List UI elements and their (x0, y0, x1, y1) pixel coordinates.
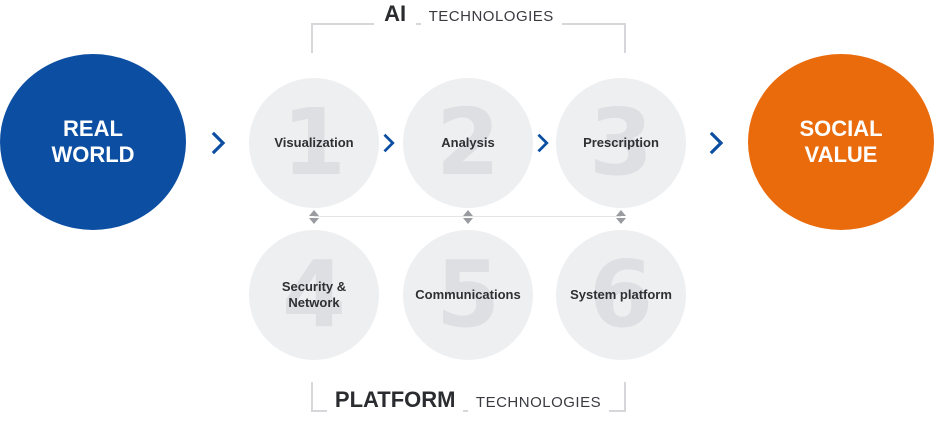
platform-title: PLATFORM (326, 388, 464, 412)
real-world-circle: REAL WORLD (0, 54, 186, 230)
node-label: Visualization (274, 135, 354, 150)
social-value-label: SOCIAL VALUE (799, 116, 883, 167)
node-number: 5 (435, 241, 500, 348)
node-label: Communications (415, 287, 521, 302)
node-number: 2 (435, 89, 500, 196)
node-number: 3 (588, 89, 653, 196)
ai-heading: AI TECHNOLOGIES (318, 2, 618, 26)
node-prescription: 3 Prescription (556, 78, 686, 208)
chevron-right-icon (211, 131, 226, 155)
node-label: Security & Network (281, 279, 347, 310)
ai-title: AI (374, 2, 417, 26)
platform-heading: PLATFORM TECHNOLOGIES (318, 388, 618, 412)
node-label: Analysis (441, 135, 495, 150)
ai-bracket (311, 23, 626, 53)
node-number: 4 (281, 241, 346, 348)
node-label: System platform (570, 287, 672, 302)
node-number: 1 (281, 89, 346, 196)
platform-subtitle: TECHNOLOGIES (467, 394, 610, 412)
node-system-platform: 6 System platform (556, 230, 686, 360)
social-value-circle: SOCIAL VALUE (748, 54, 934, 230)
chevron-right-icon (383, 133, 395, 153)
row-divider (314, 216, 621, 217)
ai-subtitle: TECHNOLOGIES (420, 8, 562, 26)
chevron-right-icon (709, 131, 724, 155)
double-triangle-icon (463, 210, 473, 224)
chevron-right-icon (537, 133, 549, 153)
double-triangle-icon (616, 210, 626, 224)
real-world-label: REAL WORLD (51, 116, 135, 167)
node-label: Prescription (583, 135, 659, 150)
node-analysis: 2 Analysis (403, 78, 533, 208)
node-security-network: 4 Security & Network (249, 230, 379, 360)
node-number: 6 (588, 241, 653, 348)
node-communications: 5 Communications (403, 230, 533, 360)
node-visualization: 1 Visualization (249, 78, 379, 208)
double-triangle-icon (309, 210, 319, 224)
